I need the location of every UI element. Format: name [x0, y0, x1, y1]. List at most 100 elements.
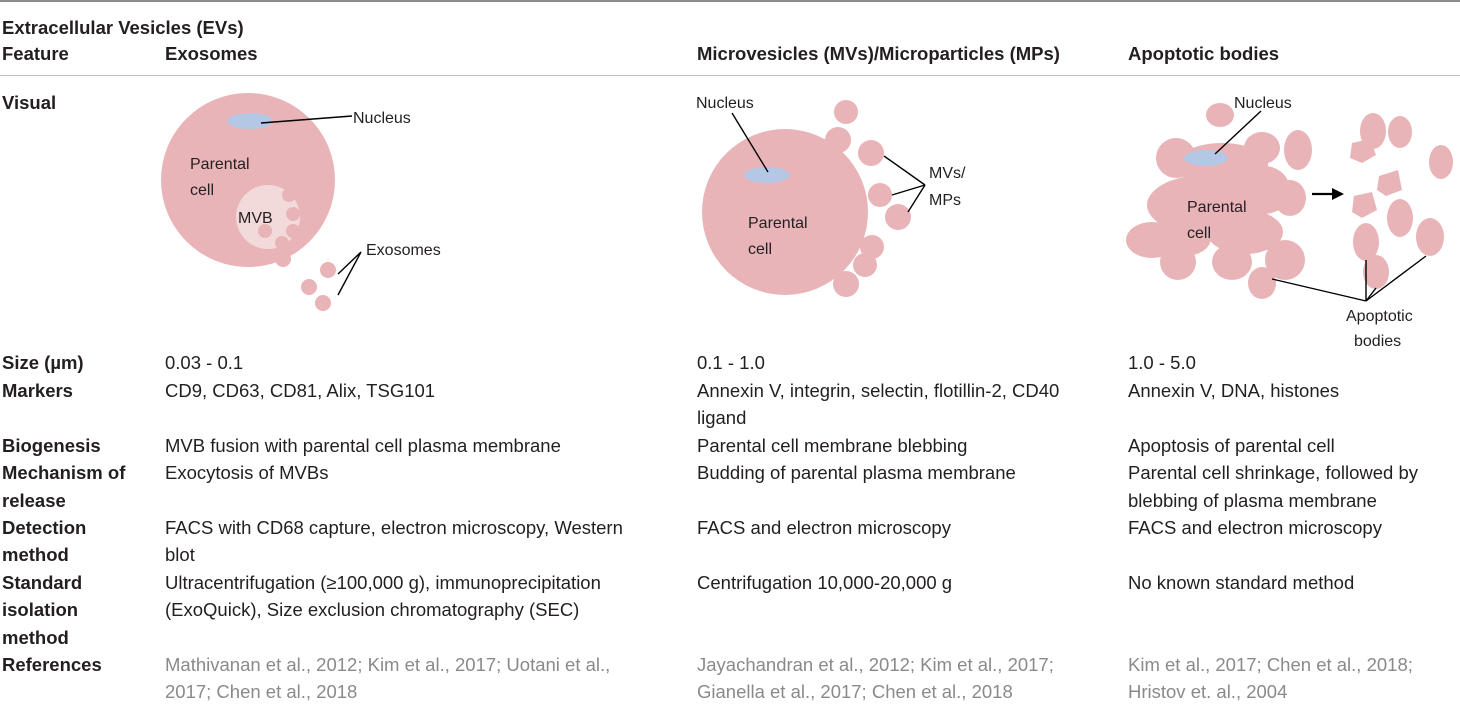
mvb-vesicle — [286, 224, 300, 238]
microvesicle-nucleus — [744, 167, 790, 183]
header-microvesicles: Microvesicles (MVs)/Microparticles (MPs) — [697, 43, 1060, 64]
row-label-isolation-line2: isolation — [2, 599, 79, 620]
mvb-vesicle — [275, 236, 289, 250]
header-exosomes: Exosomes — [165, 43, 258, 64]
microvesicle-bleb — [833, 271, 859, 297]
row-label-detection: Detection — [2, 517, 87, 538]
header-rule — [0, 75, 1460, 76]
exosomes-label: Exosomes — [366, 242, 441, 259]
exosomes-pointer — [337, 251, 362, 296]
header-apoptotic-bodies: Apoptotic bodies — [1128, 43, 1280, 64]
exosome-particle — [315, 295, 331, 311]
mvs-pointer — [907, 184, 926, 213]
markers-microvesicles: Annexin V, integrin, selectin, flotillin… — [697, 380, 1060, 401]
references-apoptotic: Kim et al., 2017; Chen et al., 2018; — [1128, 654, 1413, 675]
isolation-microvesicles: Centrifugation 10,000-20,000 g — [697, 572, 953, 593]
size-exosomes: 0.03 - 0.1 — [165, 352, 244, 373]
mvb-vesicle — [258, 224, 272, 238]
row-label-isolation-line3: method — [2, 627, 69, 648]
exosome-particle — [301, 279, 317, 295]
detection-exosomes-line2: blot — [165, 544, 195, 565]
isolation-exosomes-line2: (ExoQuick), Size exclusion chromatograph… — [165, 599, 580, 620]
bodies-pointer — [1271, 278, 1367, 302]
row-label-release-line2: release — [2, 490, 66, 511]
row-label-size: Size (µm) — [2, 352, 84, 373]
isolation-exosomes: Ultracentrifugation (≥100,000 g), immuno… — [165, 572, 601, 593]
row-label-isolation: Standard — [2, 572, 83, 593]
mps-label: MPs — [929, 192, 961, 209]
row-label-detection-line2: method — [2, 544, 69, 565]
references-exosomes-line2: 2017; Chen et al., 2018 — [165, 681, 358, 702]
bodies-pointer — [1365, 255, 1427, 302]
apoptotic-parental-label: Parental — [1187, 199, 1247, 216]
microvesicle-bleb — [860, 235, 884, 259]
release-apoptotic-line2: blebbing of plasma membrane — [1128, 490, 1377, 511]
apoptotic-diagram: Nucleus Parental cell Apoptotic bodies — [1126, 95, 1453, 350]
microvesicle-bleb — [858, 140, 884, 166]
bodies-pointer — [1365, 287, 1377, 302]
references-exosomes: Mathivanan et al., 2012; Kim et al., 201… — [165, 654, 611, 675]
biogenesis-apoptotic: Apoptosis of parental cell — [1128, 435, 1335, 456]
microvesicle-nucleus-label: Nucleus — [696, 95, 754, 112]
markers-microvesicles-line2: ligand — [697, 407, 747, 428]
references-microvesicles: Jayachandran et al., 2012; Kim et al., 2… — [697, 654, 1054, 675]
release-microvesicles: Budding of parental plasma membrane — [697, 462, 1016, 483]
mvs-label: MVs/ — [929, 165, 966, 182]
markers-exosomes: CD9, CD63, CD81, Alix, TSG101 — [165, 380, 436, 401]
apoptotic-cell-label: cell — [1187, 225, 1211, 242]
mvs-pointer — [883, 155, 926, 186]
markers-apoptotic: Annexin V, DNA, histones — [1128, 380, 1340, 401]
mvs-pointer — [891, 184, 926, 196]
microvesicle-bleb — [868, 183, 892, 207]
table-top-rule — [0, 0, 1460, 2]
references-microvesicles-line2: Gianella et al., 2017; Chen et al., 2018 — [697, 681, 1013, 702]
exosome-nucleus-pointer — [260, 115, 353, 124]
mvb-vesicle — [282, 188, 296, 202]
microvesicle-diagram: Nucleus Parental cell MVs/ MPs — [696, 95, 966, 297]
references-apoptotic-line2: Hristov et. al., 2004 — [1128, 681, 1288, 702]
detection-apoptotic: FACS and electron microscopy — [1128, 517, 1382, 538]
row-label-release: Mechanism of — [2, 462, 126, 483]
exosome-diagram: Nucleus Parental cell MVB Exosomes — [161, 93, 441, 311]
mvb-body — [236, 185, 300, 249]
size-apoptotic: 1.0 - 5.0 — [1128, 352, 1196, 373]
biogenesis-microvesicles: Parental cell membrane blebbing — [697, 435, 968, 456]
row-label-visual: Visual — [2, 92, 57, 113]
apoptotic-bodies-label-line2: bodies — [1354, 333, 1401, 350]
release-exosomes: Exocytosis of MVBs — [165, 462, 329, 483]
arrow-head-icon — [1332, 188, 1344, 200]
isolation-apoptotic: No known standard method — [1128, 572, 1355, 593]
microvesicle-bleb — [853, 253, 877, 277]
mvb-vesicle — [286, 207, 300, 221]
apoptotic-bodies — [1350, 113, 1453, 289]
apoptotic-parental-cell — [1126, 103, 1312, 299]
row-label-markers: Markers — [2, 380, 73, 401]
release-apoptotic: Parental cell shrinkage, followed by — [1128, 462, 1418, 483]
apoptotic-nucleus-label: Nucleus — [1234, 95, 1292, 112]
microvesicle-parental-label: Parental — [748, 215, 808, 232]
biogenesis-exosomes: MVB fusion with parental cell plasma mem… — [165, 435, 561, 456]
apoptotic-bodies-label: Apoptotic — [1346, 308, 1413, 325]
exosome-parental-label: Parental — [190, 156, 250, 173]
row-label-references: References — [2, 654, 102, 675]
row-label-biogenesis: Biogenesis — [2, 435, 101, 456]
exosomes-pointer — [337, 251, 362, 275]
header-feature: Feature — [2, 43, 69, 64]
detection-exosomes: FACS with CD68 capture, electron microsc… — [165, 517, 623, 538]
exosome-particle — [320, 262, 336, 278]
mvb-label: MVB — [238, 210, 273, 227]
microvesicle-cell-label: cell — [748, 241, 772, 258]
microvesicle-parental-cell — [702, 129, 868, 295]
detection-microvesicles: FACS and electron microscopy — [697, 517, 951, 538]
microvesicle-bleb — [834, 100, 858, 124]
apoptotic-nucleus-pointer — [1214, 110, 1262, 155]
table-title: Extracellular Vesicles (EVs) — [2, 17, 244, 38]
microvesicle-bleb — [885, 204, 911, 230]
microvesicle-nucleus-pointer — [731, 112, 769, 173]
exosome-cell-label: cell — [190, 182, 214, 199]
exosome-particle — [275, 251, 291, 267]
size-microvesicles: 0.1 - 1.0 — [697, 352, 765, 373]
apoptotic-nucleus — [1184, 150, 1228, 166]
exosome-nucleus-label: Nucleus — [353, 110, 411, 127]
visual-diagrams: Nucleus Parental cell MVB Exosomes Nucle… — [161, 93, 1453, 350]
